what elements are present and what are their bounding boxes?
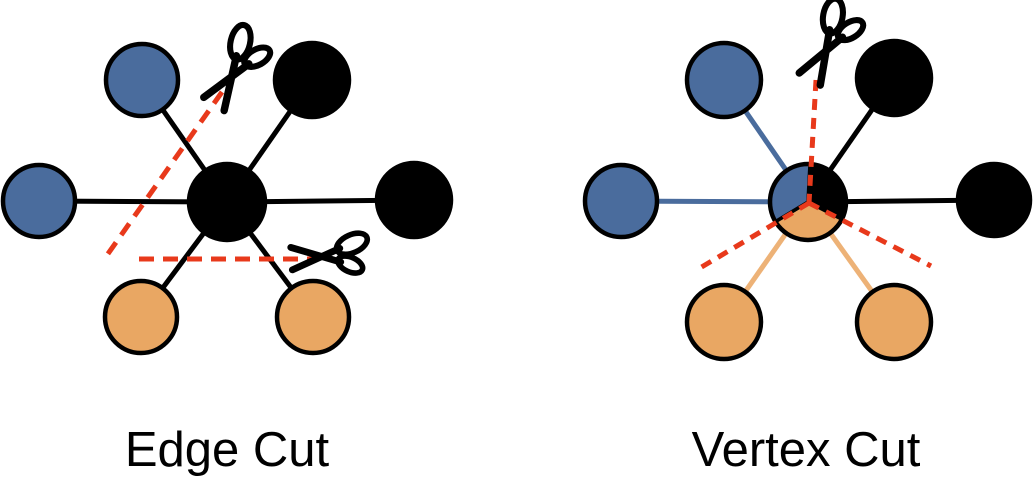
graph-node-orange [102,278,180,356]
center-node [186,161,268,243]
graph-node-blue [582,162,660,240]
cut-line [807,200,933,269]
vertex-cut-label: Vertex Cut [692,423,921,477]
graph-node-orange [684,282,764,362]
scissors-icon [290,228,373,281]
cut-line [102,90,225,260]
graph-node-black [854,38,934,118]
edge-cut-label: Edge Cut [125,423,330,477]
edge-cut-diagram [0,17,454,356]
graph-node-blue [0,162,78,240]
center-node-outline [767,161,849,243]
cut-line [806,79,819,204]
graph-node-orange [854,282,934,362]
graph-node-orange [274,278,352,356]
cut-line [698,200,811,271]
graph-node-blue [684,40,764,120]
graph-node-black [955,161,1033,239]
graph-node-blue [103,41,181,119]
scissors-icon [192,17,282,117]
graph-node-black [272,40,352,120]
graph-node-black [374,160,454,240]
vertex-cut-diagram [582,0,1033,362]
